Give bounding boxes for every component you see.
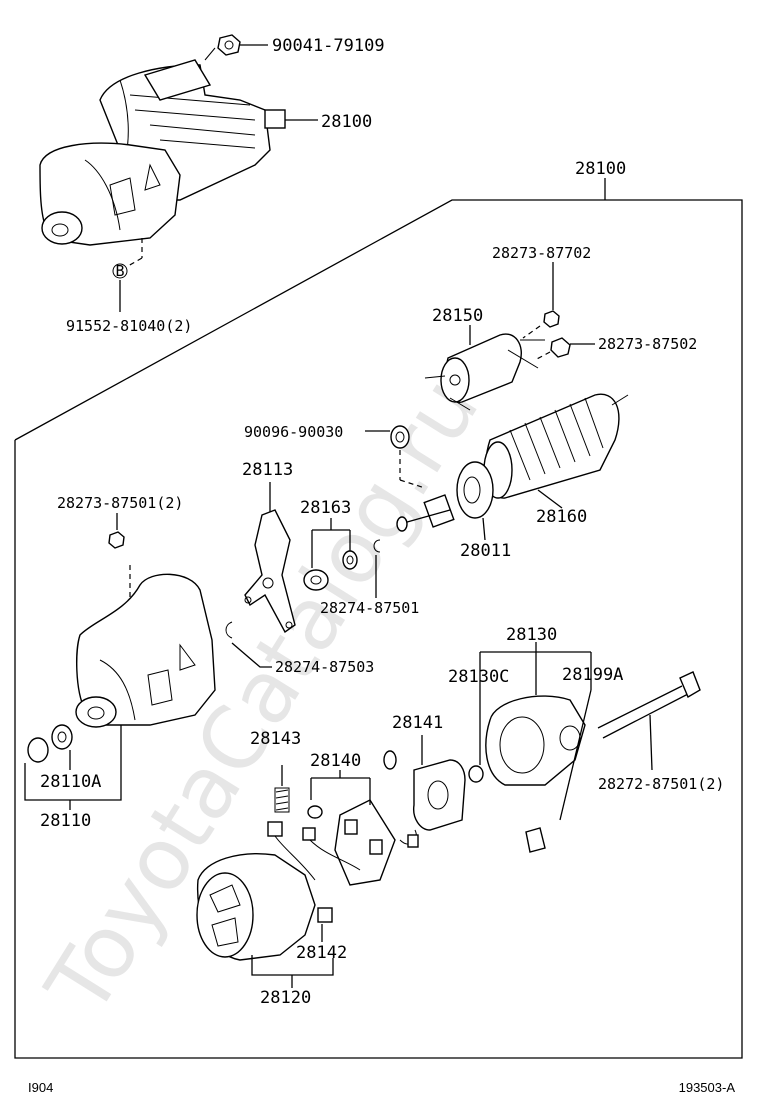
drive-housing-28110-illustration — [75, 573, 216, 728]
nut-28273-87501-icon — [108, 531, 125, 549]
label-28273-87502: 28273-87502 — [598, 335, 697, 353]
label-28130: 28130 — [506, 625, 557, 645]
nut-90041-icon — [217, 34, 241, 56]
bearing-28011-icon — [456, 461, 494, 519]
label-28140: 28140 — [310, 751, 361, 771]
label-28120: 28120 — [260, 988, 311, 1008]
clip-28274-87501-icon — [373, 539, 381, 553]
marker-b-label: B — [115, 262, 124, 280]
label-28110a: 28110A — [40, 772, 101, 792]
label-90041-79109: 90041-79109 — [272, 36, 385, 56]
label-28130c: 28130C — [448, 667, 509, 687]
label-28100-group: 28100 — [575, 159, 626, 179]
label-28110: 28110 — [40, 811, 91, 831]
footer-right-code: 193503-A — [679, 1080, 736, 1095]
plug-28199a-icon — [525, 827, 546, 853]
washer-28163-b-icon — [342, 550, 358, 570]
label-28150: 28150 — [432, 306, 483, 326]
label-28100-top: 28100 — [321, 112, 372, 132]
armature-28160-illustration — [396, 393, 629, 532]
brush-holder-28140-illustration — [302, 750, 419, 886]
label-28274-87501: 28274-87501 — [320, 599, 419, 617]
clip-28274-87503-icon — [225, 621, 233, 639]
label-90096-90030: 90096-90030 — [244, 423, 343, 441]
washer-90096-icon — [390, 425, 410, 449]
starter-assembly-illustration — [39, 47, 286, 246]
solenoid-28150-illustration — [424, 333, 545, 411]
bushing-28110a-icon — [51, 724, 73, 750]
nut-28273-87702-icon — [543, 310, 560, 328]
label-28199a: 28199A — [562, 665, 623, 685]
label-28143: 28143 — [250, 729, 301, 749]
label-28142: 28142 — [296, 943, 347, 963]
plate-28141-illustration — [413, 759, 466, 831]
nut-28273-87502-icon — [550, 337, 571, 358]
spring-28143-icon — [274, 787, 290, 813]
label-28274-87503: 28274-87503 — [275, 658, 374, 676]
end-frame-28130-illustration — [485, 695, 586, 786]
label-28273-87702: 28273-87702 — [492, 244, 591, 262]
footer-left-code: I904 — [28, 1080, 53, 1095]
label-28272-87501: 28272-87501(2) — [598, 775, 724, 793]
bolt-28272-illustration — [597, 671, 701, 739]
label-91552-81040: 91552-81040(2) — [66, 317, 192, 335]
label-28113: 28113 — [242, 460, 293, 480]
label-28163: 28163 — [300, 498, 351, 518]
marker-b-circle — [112, 263, 128, 279]
yoke-28120-illustration — [196, 821, 333, 961]
label-28160: 28160 — [536, 507, 587, 527]
label-28141: 28141 — [392, 713, 443, 733]
washer-28130c-icon — [468, 765, 484, 783]
assembly-frame — [14, 178, 743, 1059]
label-28011: 28011 — [460, 541, 511, 561]
cap-28110a-icon — [27, 737, 49, 763]
lever-28113-illustration — [244, 509, 296, 634]
washer-28163-a-icon — [303, 569, 329, 591]
label-28273-87501: 28273-87501(2) — [57, 494, 183, 512]
